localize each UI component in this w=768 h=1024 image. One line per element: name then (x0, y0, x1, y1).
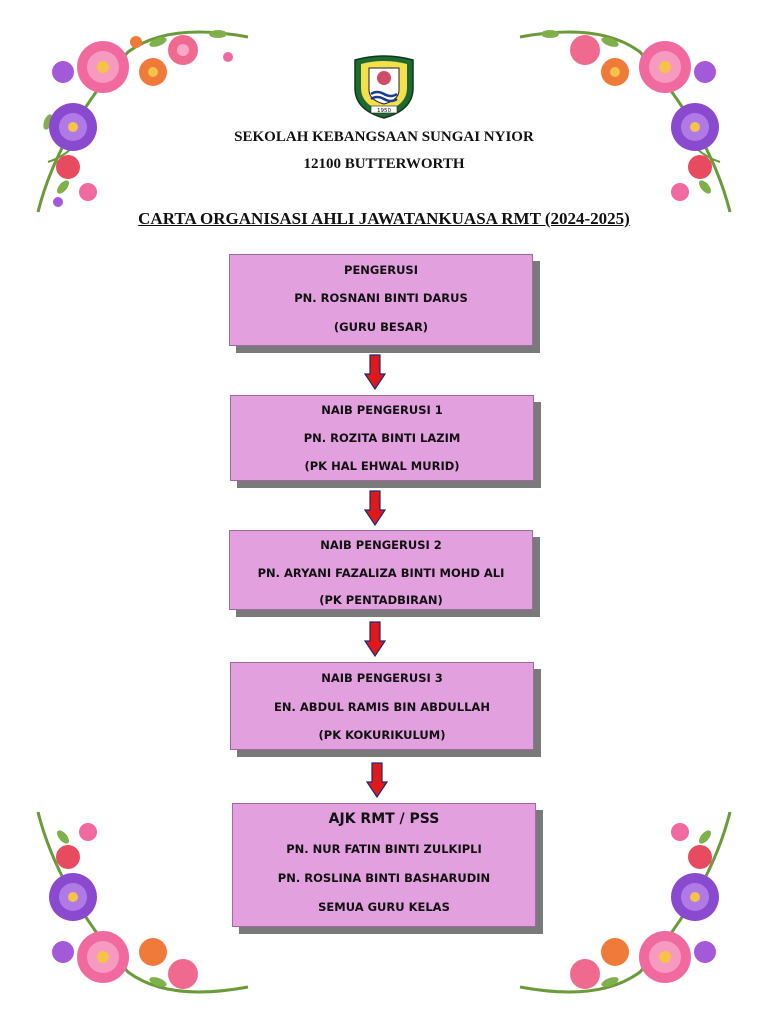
node-naib-pengerusi-1: NAIB PENGERUSI 1 PN. ROZITA BINTI LAZIM … (230, 395, 534, 481)
node-role: NAIB PENGERUSI 1 (321, 403, 443, 417)
node-role: NAIB PENGERUSI 3 (321, 671, 443, 685)
node-pengerusi: PENGERUSI PN. ROSNANI BINTI DARUS (GURU … (229, 254, 533, 346)
down-arrow-icon (365, 762, 389, 799)
chart-title: CARTA ORGANISASI AHLI JAWATANKUASA RMT (… (138, 209, 630, 228)
down-arrow-icon (363, 490, 387, 527)
floral-corner-bottom-right-icon (510, 802, 750, 1012)
node-name: PN. ROSNANI BINTI DARUS (294, 291, 468, 305)
node-position: (PK PENTADBIRAN) (319, 593, 443, 607)
node-position: (PK KOKURIKULUM) (318, 728, 446, 742)
down-arrow-icon (363, 354, 387, 391)
crest-year: 1950 (377, 108, 391, 114)
node-role: PENGERUSI (344, 263, 418, 277)
floral-corner-bottom-left-icon (18, 802, 258, 1012)
node-naib-pengerusi-2: NAIB PENGERUSI 2 PN. ARYANI FAZALIZA BIN… (229, 530, 533, 610)
node-position: (GURU BESAR) (333, 320, 429, 334)
floral-corner-top-left-icon (18, 12, 258, 222)
node-member: PN. ROSLINA BINTI BASHARUDIN (277, 871, 491, 885)
node-naib-pengerusi-3: NAIB PENGERUSI 3 EN. ABDUL RAMIS BIN ABD… (230, 662, 534, 750)
down-arrow-icon (363, 621, 387, 658)
node-position: (PK HAL EHWAL MURID) (304, 459, 460, 473)
node-name: PN. ARYANI FAZALIZA BINTI MOHD ALI (257, 566, 505, 580)
node-name: PN. ROZITA BINTI LAZIM (303, 431, 461, 445)
school-city: 12100 BUTTERWORTH (303, 156, 465, 172)
node-member: PN. NUR FATIN BINTI ZULKIPLI (286, 842, 482, 856)
node-ajk-rmt-pss: AJK RMT / PSS PN. NUR FATIN BINTI ZULKIP… (232, 803, 536, 927)
school-crest-icon: 1950 (349, 50, 419, 120)
node-name: EN. ABDUL RAMIS BIN ABDULLAH (274, 700, 490, 714)
node-role: AJK RMT / PSS (328, 811, 440, 827)
node-member: SEMUA GURU KELAS (318, 900, 450, 914)
floral-corner-top-right-icon (510, 12, 750, 222)
school-name: SEKOLAH KEBANGSAAN SUNGAI NYIOR (234, 129, 534, 145)
node-role: NAIB PENGERUSI 2 (320, 538, 442, 552)
